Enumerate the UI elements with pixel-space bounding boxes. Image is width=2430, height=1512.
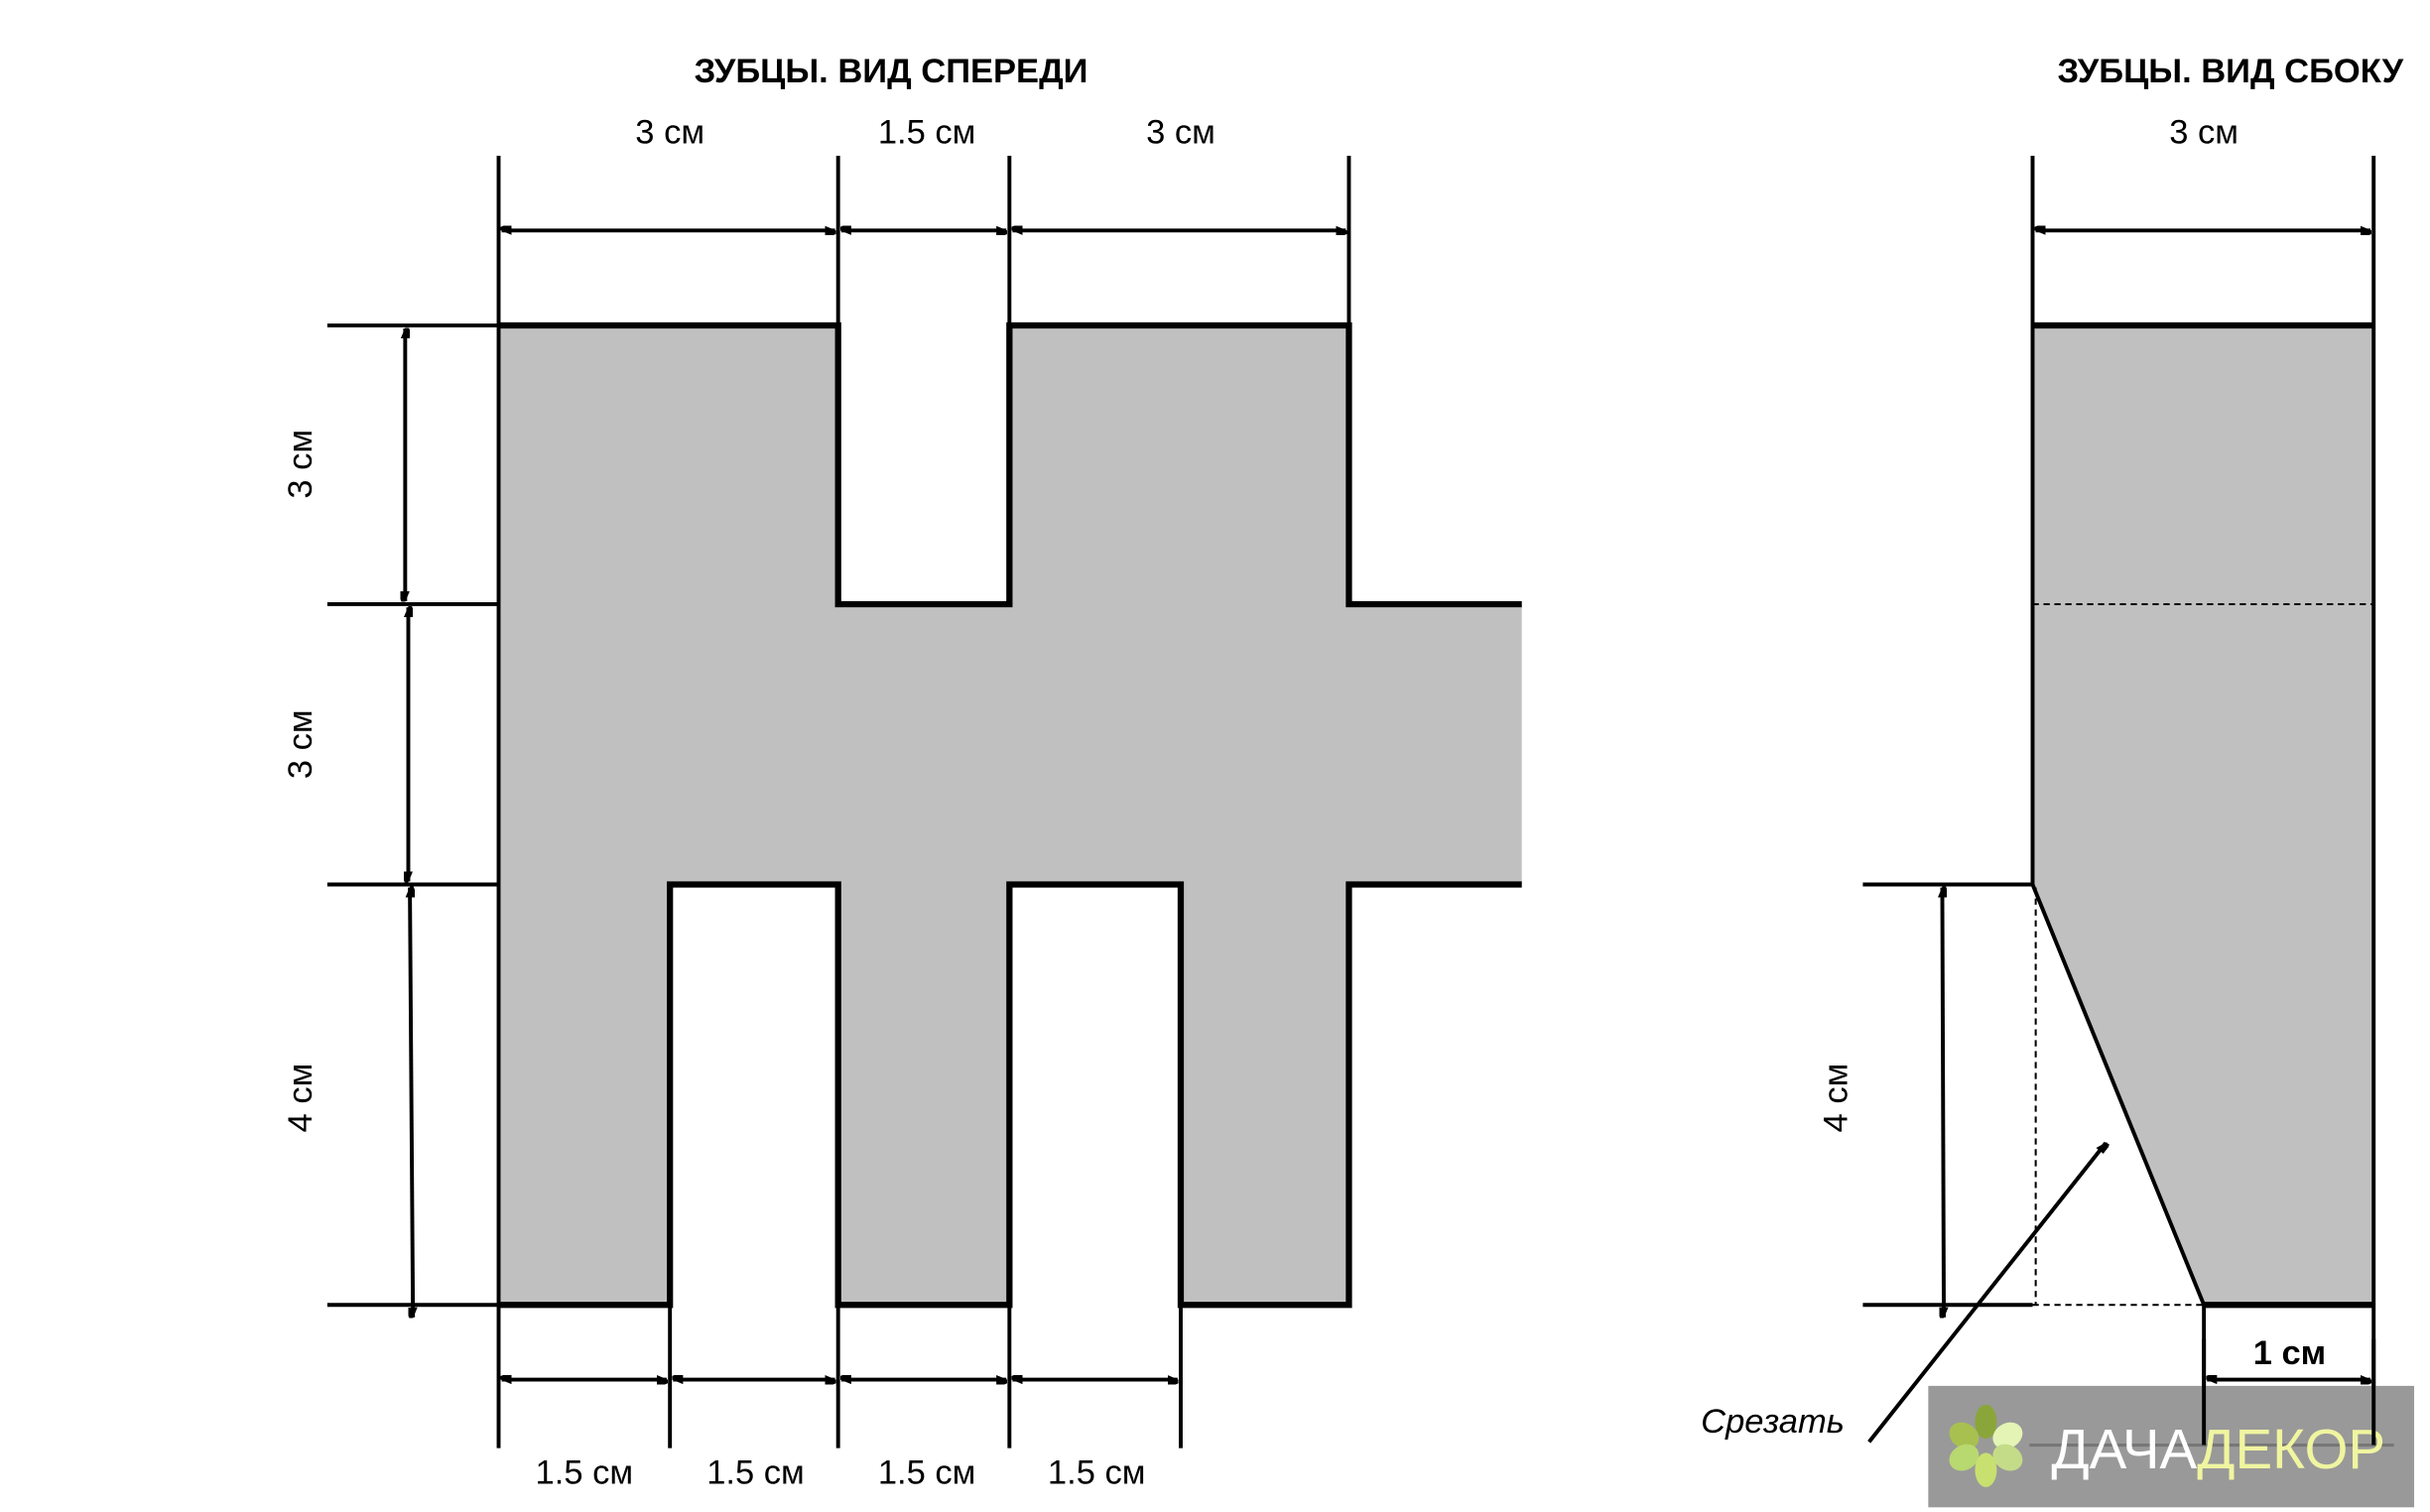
dim-label: 3 см bbox=[282, 430, 320, 499]
dim-label: 4 см bbox=[282, 1064, 320, 1133]
front-view-title: ЗУБЦЫ. ВИД СПЕРЕДИ bbox=[695, 53, 1088, 90]
front-outline bbox=[326, 155, 1522, 1449]
dim-label: 1.5 см bbox=[878, 1454, 976, 1492]
watermark-logo: ДАЧАДЕКОР bbox=[1928, 1385, 2415, 1508]
dim-label: 1.5 см bbox=[706, 1454, 805, 1492]
side-outline bbox=[1862, 155, 2376, 1402]
side-view: ЗУБЦЫ. ВИД СБОКУ 3 см 4 см bbox=[1818, 53, 2404, 1402]
dim-label: 1 см bbox=[2253, 1334, 2327, 1372]
dim-label: 1.5 см bbox=[536, 1454, 634, 1492]
dim-label: 3 см bbox=[2169, 113, 2238, 151]
side-tooth-shape bbox=[2032, 325, 2374, 1306]
dim-label: 3 см bbox=[635, 113, 704, 151]
flower-icon bbox=[1949, 1404, 2023, 1487]
logo-text-part2: ДЕКОР bbox=[2197, 1418, 2385, 1480]
dim-label: 3 см bbox=[1146, 113, 1215, 151]
cut-annotation: Срезать bbox=[1701, 1143, 2106, 1444]
dim-label: 4 см bbox=[1818, 1064, 1855, 1133]
dim-label: 3 см bbox=[282, 709, 320, 779]
front-teeth-shape bbox=[498, 325, 1522, 1306]
front-left-dimensions: 3 см 3 см 4 см bbox=[282, 328, 413, 1318]
cut-label: Срезать bbox=[1701, 1403, 1845, 1441]
front-view: ЗУБЦЫ. ВИД СПЕРЕДИ 3 см 1.5 см 3 см bbox=[282, 53, 1522, 1492]
front-bottom-dimensions: 1.5 см 1.5 см 1.5 см 1.5 см bbox=[502, 1380, 1178, 1492]
front-top-dimensions: 3 см 1.5 см 3 см bbox=[502, 113, 1346, 230]
dim-label: 1.5 см bbox=[1048, 1454, 1146, 1492]
side-dimensions: 3 см 4 см bbox=[1818, 113, 2370, 1317]
logo-text-part1: ДАЧА bbox=[2051, 1418, 2197, 1480]
side-view-title: ЗУБЦЫ. ВИД СБОКУ bbox=[2057, 53, 2403, 90]
side-bottom-dimension: 1 см bbox=[2202, 1334, 2376, 1446]
svg-text:ДАЧАДЕКОР: ДАЧАДЕКОР bbox=[2051, 1418, 2385, 1480]
dim-label: 1.5 см bbox=[878, 113, 976, 151]
